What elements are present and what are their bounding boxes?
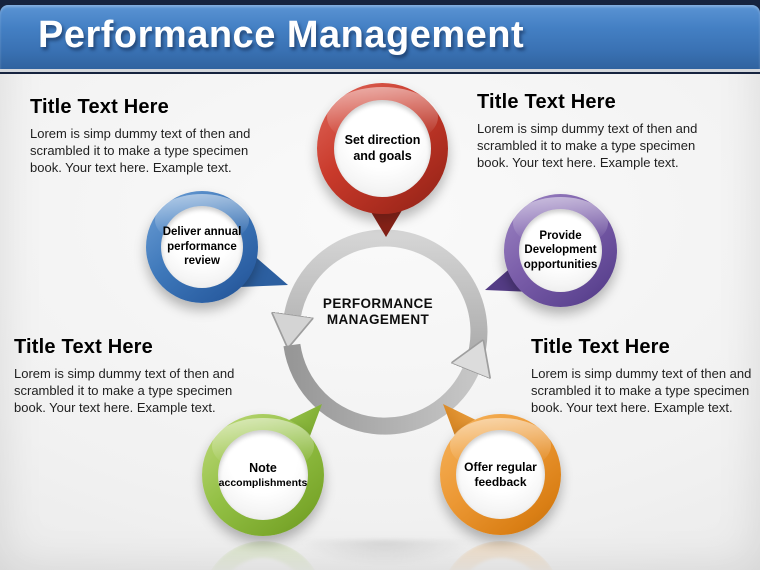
cycle-arrows-icon: [270, 229, 500, 435]
node-label: Deliver annual performance review: [161, 206, 243, 288]
node-deliver-annual-performance-review: Deliver annual performance review: [146, 191, 296, 303]
node-label-line: Development: [524, 244, 597, 257]
node-label-line: and goals: [353, 148, 412, 163]
text-block-title: Title Text Here: [30, 96, 169, 118]
text-block-title: Title Text Here: [477, 91, 616, 113]
text-block-body-line: scrambled it to make a type specimen: [477, 138, 696, 153]
text-block-top-left: Title Text Here Lorem is simp dummy text…: [30, 96, 278, 176]
node-offer-regular-feedback: Offer regular feedback: [421, 392, 561, 536]
node-label-line: Offer regular: [464, 459, 537, 474]
header-banner: Performance Management: [0, 0, 760, 74]
text-block-title: Title Text Here: [14, 336, 153, 358]
node-label-line: Set direction: [344, 133, 421, 147]
node-label-line: performance: [167, 240, 237, 253]
text-block-top-right: Title Text Here Lorem is simp dummy text…: [477, 91, 725, 171]
node-note-accomplishments: Note accomplishments: [202, 392, 327, 536]
node-label-line: review: [184, 255, 220, 268]
text-block-body-line: scrambled it to make a type specimen: [14, 383, 233, 398]
cycle-center-label: PERFORMANCE MANAGEMENT: [288, 296, 468, 328]
text-block-body-line: scrambled it to make a type specimen: [30, 143, 249, 158]
node-set-direction-and-goals: Set direction and goals: [317, 83, 448, 248]
node-label-line: Note: [249, 460, 277, 475]
node-provide-development-opportunities: Provide Development opportunities: [467, 194, 617, 307]
text-block-body-line: Lorem is simp dummy text of then and: [30, 126, 251, 141]
text-block-body-line: scrambled it to make a type specimen: [531, 383, 750, 398]
cycle-reflection: [300, 540, 470, 566]
text-block-body-line: book. Your text here. Example text.: [477, 155, 679, 170]
text-block-body-line: Lorem is simp dummy text of then and: [14, 366, 235, 381]
header-banner-gradient: Performance Management: [0, 5, 760, 72]
node-label: Offer regular feedback: [456, 430, 545, 519]
node-label-line: Provide: [539, 229, 582, 242]
text-block-body-line: Lorem is simp dummy text of then and: [531, 366, 752, 381]
cycle-center-label-line: MANAGEMENT: [326, 312, 430, 327]
node-label-line: Deliver annual: [162, 226, 242, 239]
text-block-body-line: book. Your text here. Example text.: [531, 400, 733, 415]
node-label: Provide Development opportunities: [519, 209, 602, 292]
text-block-body-line: Lorem is simp dummy text of then and: [477, 121, 698, 136]
text-block-bottom-left: Title Text Here Lorem is simp dummy text…: [14, 336, 262, 416]
text-block-bottom-right: Title Text Here Lorem is simp dummy text…: [531, 336, 760, 416]
node-label-line: opportunities: [523, 258, 598, 271]
node-label-line: accomplishments: [218, 476, 308, 489]
text-block-body-line: book. Your text here. Example text.: [30, 160, 232, 175]
node-label: Note accomplishments: [218, 430, 308, 520]
text-block-title: Title Text Here: [531, 336, 670, 358]
node-label-line: feedback: [474, 474, 527, 489]
node-label: Set direction and goals: [334, 100, 431, 197]
text-block-body-line: book. Your text here. Example text.: [14, 400, 216, 415]
cycle-center-label-line: PERFORMANCE: [322, 296, 434, 311]
slide-title: Performance Management: [38, 14, 525, 56]
